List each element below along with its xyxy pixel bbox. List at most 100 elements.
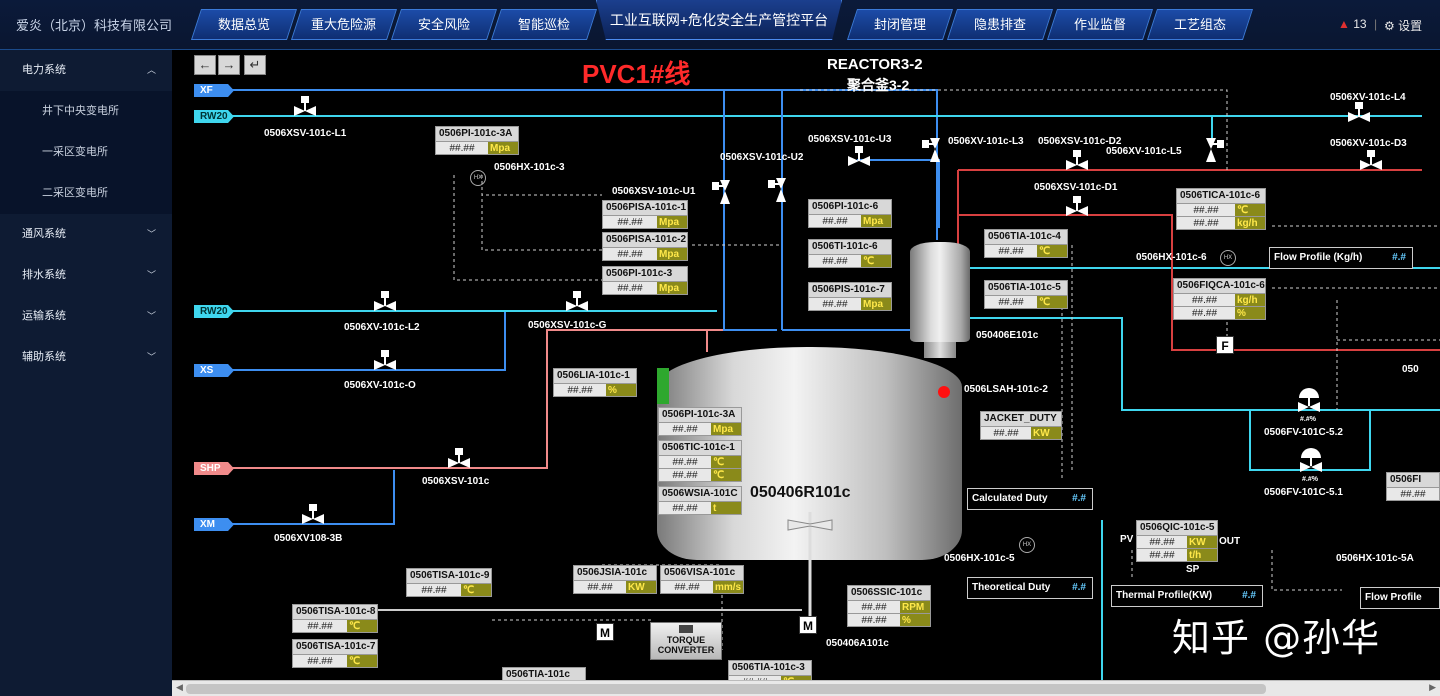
horizontal-scrollbar[interactable]: ◀ ▶	[172, 680, 1440, 696]
nav-tab-closed-management[interactable]: 封闭管理	[846, 9, 954, 40]
scroll-right-icon[interactable]: ▶	[1429, 682, 1436, 692]
instrument-fiqca-6[interactable]: 0506FIQCA-101c-6 ##.##kg/h ##.##%	[1173, 278, 1266, 320]
flow-profile-box[interactable]: Flow Profile (Kg/h)#.#	[1269, 247, 1413, 269]
valve-icon[interactable]	[564, 291, 590, 321]
valve-icon[interactable]	[1198, 136, 1224, 166]
instrument-fi-edge[interactable]: 0506FI ##.##	[1386, 472, 1440, 501]
sidebar-item-central-substation[interactable]: 井下中央变电所	[0, 91, 172, 132]
instrument-tia-5[interactable]: 0506TIA-101c-5 ##.##℃	[984, 280, 1068, 309]
instrument-pi-3a-vessel[interactable]: 0506PI-101c-3A ##.##Mpa	[658, 407, 742, 436]
condenser-tower[interactable]	[910, 242, 970, 342]
instrument-pisa-1[interactable]: 0506PISA-101c-1 ##.##Mpa	[602, 200, 688, 229]
sidebar-item-area1-substation[interactable]: 一采区变电所	[0, 132, 172, 173]
valve-icon[interactable]	[1064, 150, 1090, 180]
control-valve-value: #.#%	[1300, 416, 1316, 423]
sidebar-group-power[interactable]: 电力系统 ︿	[0, 50, 172, 91]
back-button[interactable]: ←	[194, 55, 216, 75]
valve-icon[interactable]	[1346, 102, 1372, 132]
instrument-pis-7[interactable]: 0506PIS-101c-7 ##.##Mpa	[808, 282, 892, 311]
sidebar-group-drainage[interactable]: 排水系统 ﹀	[0, 255, 172, 296]
settings-button[interactable]: ⚙ 设置	[1384, 19, 1423, 33]
instrument-qic-5[interactable]: 0506QIC-101c-5 ##.##KW ##.##t/h	[1136, 520, 1218, 562]
valve-icon[interactable]	[446, 448, 472, 478]
control-valve-icon[interactable]	[1296, 388, 1322, 418]
nav-tab-work-supervision[interactable]: 作业监督	[1046, 9, 1154, 40]
torque-indicator	[679, 625, 693, 633]
valve-label: 0506XV-101c-D3	[1330, 138, 1407, 149]
instrument-ti-6[interactable]: 0506TI-101c-6 ##.##℃	[808, 239, 892, 268]
valve-label: 0506XSV-101c-U3	[808, 134, 892, 145]
nav-tab-hazard-check[interactable]: 隐患排查	[946, 9, 1054, 40]
instrument-tisa-7[interactable]: 0506TISA-101c-7 ##.##℃	[292, 639, 378, 668]
sidebar: 电力系统 ︿ 井下中央变电所 一采区变电所 二采区变电所 通风系统 ﹀ 排水系统…	[0, 50, 172, 696]
valve-icon[interactable]	[372, 350, 398, 380]
sidebar-group-ventilation[interactable]: 通风系统 ﹀	[0, 214, 172, 255]
qic-sp-label: SP	[1186, 564, 1200, 575]
instrument-tia-3[interactable]: 0506TIA-101c-3 ##.##℃	[728, 660, 812, 680]
thermal-profile-box[interactable]: Thermal Profile(KW)#.#	[1111, 585, 1263, 607]
return-button[interactable]: ↵	[244, 55, 266, 75]
inlet-tag-rw20-mid: RW20	[194, 305, 234, 318]
inlet-tag-rw20: RW20	[194, 110, 234, 123]
valve-icon[interactable]	[922, 136, 948, 166]
control-valve-icon[interactable]	[1298, 448, 1324, 478]
instrument-pi-6[interactable]: 0506PI-101c-6 ##.##Mpa	[808, 199, 892, 228]
valve-icon[interactable]	[292, 96, 318, 126]
sidebar-item-area2-substation[interactable]: 二采区变电所	[0, 173, 172, 214]
nav-tab-safety-risk[interactable]: 安全风险	[390, 9, 498, 40]
instrument-pisa-2[interactable]: 0506PISA-101c-2 ##.##Mpa	[602, 232, 688, 261]
valve-icon[interactable]	[300, 504, 326, 534]
hx-icon[interactable]: HX	[470, 170, 486, 186]
scroll-left-icon[interactable]: ◀	[176, 682, 183, 692]
instrument-visa[interactable]: 0506VISA-101c ##.##mm/s	[660, 565, 744, 594]
alarm-count: 13	[1353, 17, 1367, 31]
scrollbar-thumb[interactable]	[186, 684, 1266, 694]
valve-icon[interactable]	[768, 176, 794, 206]
instrument-wsia[interactable]: 0506WSIA-101C ##.##t	[658, 486, 742, 515]
inlet-tag-xf: XF	[194, 84, 234, 97]
hx-icon[interactable]: HX	[1019, 537, 1035, 553]
instrument-tisa-9[interactable]: 0506TISA-101c-9 ##.##℃	[406, 568, 492, 597]
pipe-red-mid	[958, 214, 1440, 351]
instrument-tic-1[interactable]: 0506TIC-101c-1 ##.##℃ ##.##℃	[658, 440, 742, 482]
inlet-tag-xm: XM	[194, 518, 234, 531]
instrument-tia[interactable]: 0506TIA-101c	[502, 667, 586, 680]
instrument-lia-1[interactable]: 0506LIA-101c-1 ##.##%	[553, 368, 637, 397]
theoretical-duty-box[interactable]: Theoretical Duty#.#	[967, 577, 1093, 599]
instrument-pi-3[interactable]: 0506PI-101c-3 ##.##Mpa	[602, 266, 688, 295]
nav-tab-data-overview[interactable]: 数据总览	[190, 9, 298, 40]
valve-label: 0506XV-101c-L5	[1106, 146, 1182, 157]
hx-label: 0506HX-101c-5A	[1336, 553, 1414, 564]
valve-icon[interactable]	[1358, 150, 1384, 180]
instrument-ssic[interactable]: 0506SSIC-101c ##.##RPM ##.##%	[847, 585, 931, 627]
instrument-jsia[interactable]: 0506JSIA-101c ##.##KW	[573, 565, 657, 594]
valve-icon[interactable]	[846, 146, 872, 176]
valve-icon[interactable]	[1064, 196, 1090, 226]
flow-profile-edge-box[interactable]: Flow Profile	[1360, 587, 1440, 609]
calculated-duty-box[interactable]: Calculated Duty#.#	[967, 488, 1093, 510]
hx-icon[interactable]: HX	[1220, 250, 1236, 266]
motor-icon[interactable]: M	[799, 616, 817, 634]
torque-converter[interactable]: TORQUE CONVERTER	[650, 622, 722, 660]
forward-button[interactable]: →	[218, 55, 240, 75]
instrument-jacket-duty[interactable]: JACKET_DUTY ##.##KW	[980, 411, 1062, 440]
inlet-tag-shp: SHP	[194, 462, 234, 475]
alarm-lamp-icon	[938, 386, 950, 398]
sidebar-group-auxiliary[interactable]: 辅助系统 ﹀	[0, 337, 172, 378]
nav-tab-major-hazard[interactable]: 重大危险源	[290, 9, 398, 40]
nav-tab-process-config[interactable]: 工艺组态	[1146, 9, 1254, 40]
instrument-tisa-8[interactable]: 0506TISA-101c-8 ##.##℃	[292, 604, 378, 633]
instrument-tia-4[interactable]: 0506TIA-101c-4 ##.##℃	[984, 229, 1068, 258]
valve-label: 0506XV-101c-O	[344, 380, 416, 391]
valve-label: 0506XSV-101c-D1	[1034, 182, 1118, 193]
motor-icon[interactable]: M	[596, 623, 614, 641]
nav-tab-smart-inspection[interactable]: 智能巡检	[490, 9, 598, 40]
flow-icon[interactable]: F	[1216, 336, 1234, 354]
valve-icon[interactable]	[372, 291, 398, 321]
sidebar-group-transport[interactable]: 运输系统 ﹀	[0, 296, 172, 337]
alarm-indicator[interactable]: ▲ 13 |	[1338, 17, 1377, 31]
instrument-pi-3a[interactable]: 0506PI-101c-3A ##.##Mpa	[435, 126, 519, 155]
valve-icon[interactable]	[712, 178, 738, 208]
instrument-tica-6[interactable]: 0506TICA-101c-6 ##.##℃ ##.##kg/h	[1176, 188, 1266, 230]
process-diagram: ← → ↵ PVC1#线 REACTOR3-2 聚合釜3-2 XF RW20 R…	[172, 50, 1440, 680]
